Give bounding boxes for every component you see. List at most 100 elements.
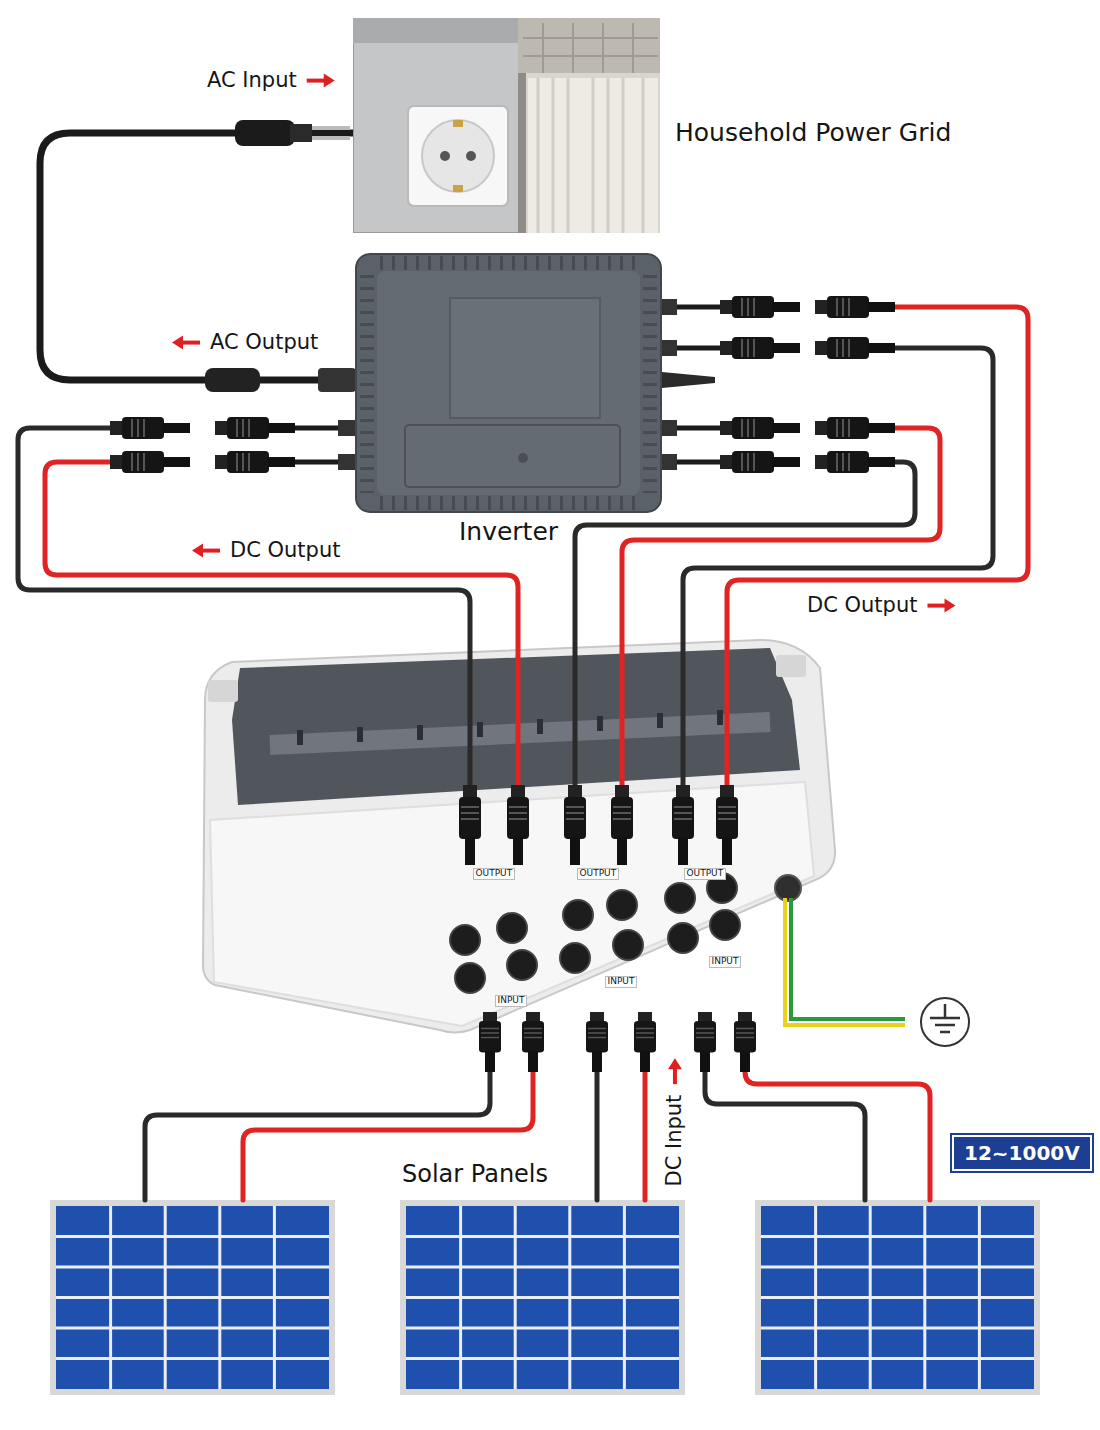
- wall-socket-photo: [518, 18, 660, 73]
- solar-panels: [50, 1200, 1040, 1395]
- combiner-box: [776, 655, 806, 677]
- arrow-head: [944, 599, 955, 613]
- box-sockets: [560, 943, 590, 973]
- dc-wires: [595, 1072, 600, 1200]
- mc4-connectors: [720, 451, 800, 473]
- inverter-housing: [518, 453, 528, 463]
- arrow-head: [192, 544, 203, 558]
- wall-socket-photo: [518, 73, 526, 233]
- inverter-unit: Inverter: [355, 253, 662, 513]
- wall-socket-photo: [453, 185, 463, 192]
- box-sockets: [668, 923, 698, 953]
- mc4-connectors: [720, 296, 800, 318]
- wall-socket-photo: [466, 151, 476, 161]
- mc4-connectors: [815, 417, 895, 439]
- wall-socket-photo: [453, 120, 463, 127]
- flow-arrow: [172, 336, 200, 350]
- solar-panels: [400, 1200, 685, 1395]
- port-label: OUTPUT: [577, 868, 620, 880]
- wall-socket-photo: [440, 151, 450, 161]
- wall-socket-photo: [528, 78, 658, 233]
- wall-socket-photo: [422, 120, 494, 192]
- dc-wires: [683, 348, 993, 785]
- ac-coupler: [205, 368, 356, 392]
- ac-plug: [290, 124, 312, 142]
- port-label: OUTPUT: [684, 868, 727, 880]
- mc4-connectors: [694, 1012, 716, 1072]
- arrow-head: [668, 1058, 682, 1069]
- mc4-connectors: [215, 417, 295, 439]
- mc4-connectors: [720, 337, 800, 359]
- box-sockets: [613, 930, 643, 960]
- ac-plug: [235, 120, 295, 146]
- mc4-connectors: [479, 1012, 501, 1072]
- wall-socket-photo: [353, 18, 660, 233]
- mc4-connectors: [815, 337, 895, 359]
- mc4-connectors: [110, 451, 190, 473]
- inverter-housing: [643, 275, 657, 493]
- node-label: 12~1000V: [964, 1141, 1080, 1165]
- wall-socket-photo: [538, 78, 643, 233]
- solar-panels: [50, 1200, 335, 1395]
- flow-label: DC Input: [662, 1092, 687, 1188]
- mc4-connectors: [661, 420, 677, 436]
- dc-wires: [622, 428, 940, 785]
- mc4-connectors: [586, 1012, 608, 1072]
- box-sockets: [497, 913, 527, 943]
- flow-label: DC Output: [805, 593, 919, 618]
- ac-coupler: [318, 368, 356, 392]
- combiner-box: [300, 710, 720, 745]
- mc4-connectors: [672, 785, 694, 865]
- wall-socket-photo: [408, 106, 508, 206]
- inverter-housing: [377, 271, 640, 495]
- wall-socket-photo: [523, 23, 658, 73]
- mc4-connectors: [611, 785, 633, 865]
- flow-arrow: [307, 74, 335, 88]
- flow-label: DC Output: [228, 538, 342, 563]
- flow-arrow: [668, 1058, 682, 1084]
- box-sockets: [607, 890, 637, 920]
- dc-wires: [727, 307, 1028, 785]
- mc4-connectors: [522, 1012, 544, 1072]
- combiner-box: [208, 680, 238, 702]
- inverter-housing: [405, 425, 620, 487]
- inverter-housing: [356, 254, 661, 512]
- port-label: INPUT: [495, 995, 528, 1007]
- solar-panels: [755, 1200, 1040, 1395]
- node-label: Household Power Grid: [675, 118, 951, 148]
- voltage-badge: 12~1000V: [952, 1135, 1092, 1171]
- mc4-connectors: [215, 451, 295, 473]
- part-name: Solar Panels: [400, 1160, 550, 1189]
- mc4-connectors: [459, 785, 481, 865]
- household-grid-photo: Household Power Grid: [353, 18, 660, 233]
- flow-label: AC Output: [208, 330, 320, 355]
- ground-wire: [930, 1004, 960, 1032]
- inverter-housing: [450, 298, 600, 418]
- node-label: Inverter: [355, 517, 662, 547]
- ac-plug: [235, 120, 350, 146]
- mc4-connectors: [661, 299, 677, 315]
- mc4-connectors: [338, 454, 356, 470]
- mc4-connectors: [110, 296, 895, 1072]
- mc4-connectors: [661, 340, 677, 356]
- mc4-connectors: [815, 451, 895, 473]
- dc-wires: [643, 1072, 648, 1200]
- inverter-housing: [380, 496, 637, 510]
- box-sockets: [710, 910, 740, 940]
- box-sockets: [507, 950, 537, 980]
- mc4-connectors: [507, 785, 529, 865]
- ground-wire: [785, 898, 905, 1025]
- box-sockets: [450, 873, 740, 993]
- mc4-connectors: [815, 296, 895, 318]
- arrow-head: [172, 336, 183, 350]
- mc4-connectors: [338, 420, 356, 436]
- combiner-box: [210, 782, 814, 1026]
- ground-wire: [775, 875, 969, 1046]
- port-label: INPUT: [709, 956, 742, 968]
- box-sockets: [455, 963, 485, 993]
- mc4-connectors: [634, 1012, 656, 1072]
- box-sockets: [450, 925, 480, 955]
